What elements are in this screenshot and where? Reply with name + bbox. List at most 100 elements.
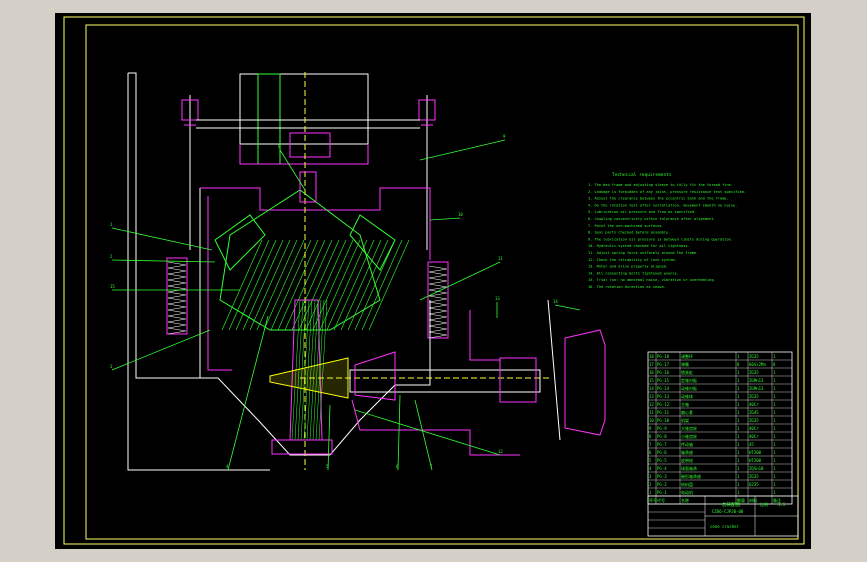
leader-number: 9 <box>503 134 506 139</box>
hatch-line <box>256 239 298 331</box>
bom-cell: PG-13 <box>657 394 670 399</box>
hatch-line <box>354 239 396 331</box>
body-outline <box>199 188 431 456</box>
leader-number: 4 <box>226 464 229 469</box>
bom-cell: 15 <box>649 378 654 383</box>
bom-cell: 1 <box>737 386 740 391</box>
hatch-line <box>277 239 319 331</box>
bom-cell: PG-17 <box>657 362 670 367</box>
shaft-hatch <box>309 299 319 441</box>
bom-cell: 1 <box>737 418 740 423</box>
bom-cell: 1 <box>737 410 740 415</box>
spring-coil <box>167 309 187 317</box>
bom-cell: PG-4 <box>657 466 667 471</box>
rod-head <box>418 99 436 121</box>
leader-line <box>414 399 433 471</box>
leader-number: 5 <box>326 464 329 469</box>
requirement-line: 12. Check the reliability of lock system… <box>588 258 677 262</box>
oil-pipe <box>351 399 520 456</box>
requirement-line: 9. The lubrication oil pressure is betwe… <box>588 237 733 241</box>
spring-coil <box>167 315 187 323</box>
concave-left <box>214 214 266 271</box>
bom-cell: PG-5 <box>657 458 667 463</box>
hatch-line <box>291 239 333 331</box>
bom-cell: 6 <box>649 450 652 455</box>
bom-cell: 40Cr <box>749 434 759 439</box>
leader-number: 8 <box>278 144 281 149</box>
bom-cell: 1 <box>737 354 740 359</box>
crusher-assembly <box>127 72 606 471</box>
bom-cell: PG-15 <box>657 378 670 383</box>
bom-cell: 1 <box>773 386 776 391</box>
shaft-hatch <box>294 299 304 441</box>
hatch-line <box>298 239 340 331</box>
spring-coil <box>428 319 448 327</box>
bom-cell: 4 <box>649 466 652 471</box>
school-name: cone crusher <box>710 524 739 529</box>
spring-coil <box>428 277 448 285</box>
spring-coil <box>428 331 448 339</box>
requirement-line: 4. Do the rotation test after installati… <box>588 203 737 207</box>
drawing-frame <box>63 16 805 545</box>
mantle-outline <box>219 189 381 331</box>
spring-coil <box>428 295 448 303</box>
bom-cell: 1 <box>773 458 776 463</box>
bom-cell: PG-8 <box>657 434 667 439</box>
bom-cell: 5 <box>649 458 652 463</box>
bom-cell: 8 <box>737 362 740 367</box>
bom-cell: 11 <box>649 410 654 415</box>
shaft-hatch <box>315 299 325 441</box>
bom-cell: 大锥齿轮 <box>681 425 697 431</box>
oil-pipe-2 <box>469 310 500 361</box>
bom-cell: 1 <box>773 450 776 455</box>
leader-line <box>354 409 501 456</box>
bom-cell: 9 <box>649 426 652 431</box>
bom-cell: HT200 <box>749 450 762 455</box>
bom-cell: 碗形轴承座 <box>681 473 701 479</box>
bom-cell: PG-3 <box>657 474 667 479</box>
bom-cell: 2 <box>649 482 652 487</box>
shaft-hatch <box>306 299 316 441</box>
concave-right <box>349 214 396 271</box>
shaft-hatch <box>297 299 307 441</box>
bom-cell: PG-7 <box>657 442 667 447</box>
drawing-number: CZ06-CJPJ0-00 <box>712 509 744 514</box>
hatch-line <box>368 239 410 331</box>
leader-number: 1 <box>110 222 113 227</box>
scale-label: 比例 <box>760 501 768 507</box>
bom-header-cell: 数量 <box>737 497 745 503</box>
hatch-line <box>305 239 347 331</box>
bom-header-cell: 备注 <box>773 497 781 503</box>
leader-line <box>419 261 501 301</box>
bom-cell: PG-10 <box>657 418 670 423</box>
bom-cell: 1 <box>737 490 740 495</box>
leader-line <box>111 227 213 251</box>
requirement-line: 3. Adjust the clearance between the ecce… <box>588 197 729 201</box>
spring-coil <box>167 327 187 335</box>
leader-line <box>419 139 506 161</box>
bom-cell: PG-12 <box>657 402 670 407</box>
spring-coil <box>167 321 187 329</box>
bom-cell: Q235 <box>749 482 759 487</box>
frame-outline-left <box>127 73 270 471</box>
requirement-line: 1. The bed frame and adjusting sleeve to… <box>588 183 733 187</box>
spring-coil <box>167 279 187 287</box>
requirement-line: 7. Paint the non-machined surfaces. <box>588 224 664 228</box>
leader-line <box>327 404 331 471</box>
bom-cell: 1 <box>737 434 740 439</box>
bom-cell: HT200 <box>749 458 762 463</box>
leader-line <box>111 259 216 263</box>
bom-cell: 40Cr <box>749 426 759 431</box>
pinion-gear <box>354 351 396 401</box>
crushing-cone <box>214 189 410 331</box>
spring-coil <box>167 285 187 293</box>
hatch-line <box>340 239 382 331</box>
hatch-line <box>249 239 291 331</box>
leader-number: 6 <box>396 464 399 469</box>
bom-cell: ZQSn10 <box>749 466 764 471</box>
shaft-hatch <box>303 299 313 441</box>
bom-cell: 弹簧 <box>681 361 689 367</box>
requirement-line: 6. Coupling concentricity within toleran… <box>588 217 716 221</box>
bom-cell: 14 <box>649 386 654 391</box>
